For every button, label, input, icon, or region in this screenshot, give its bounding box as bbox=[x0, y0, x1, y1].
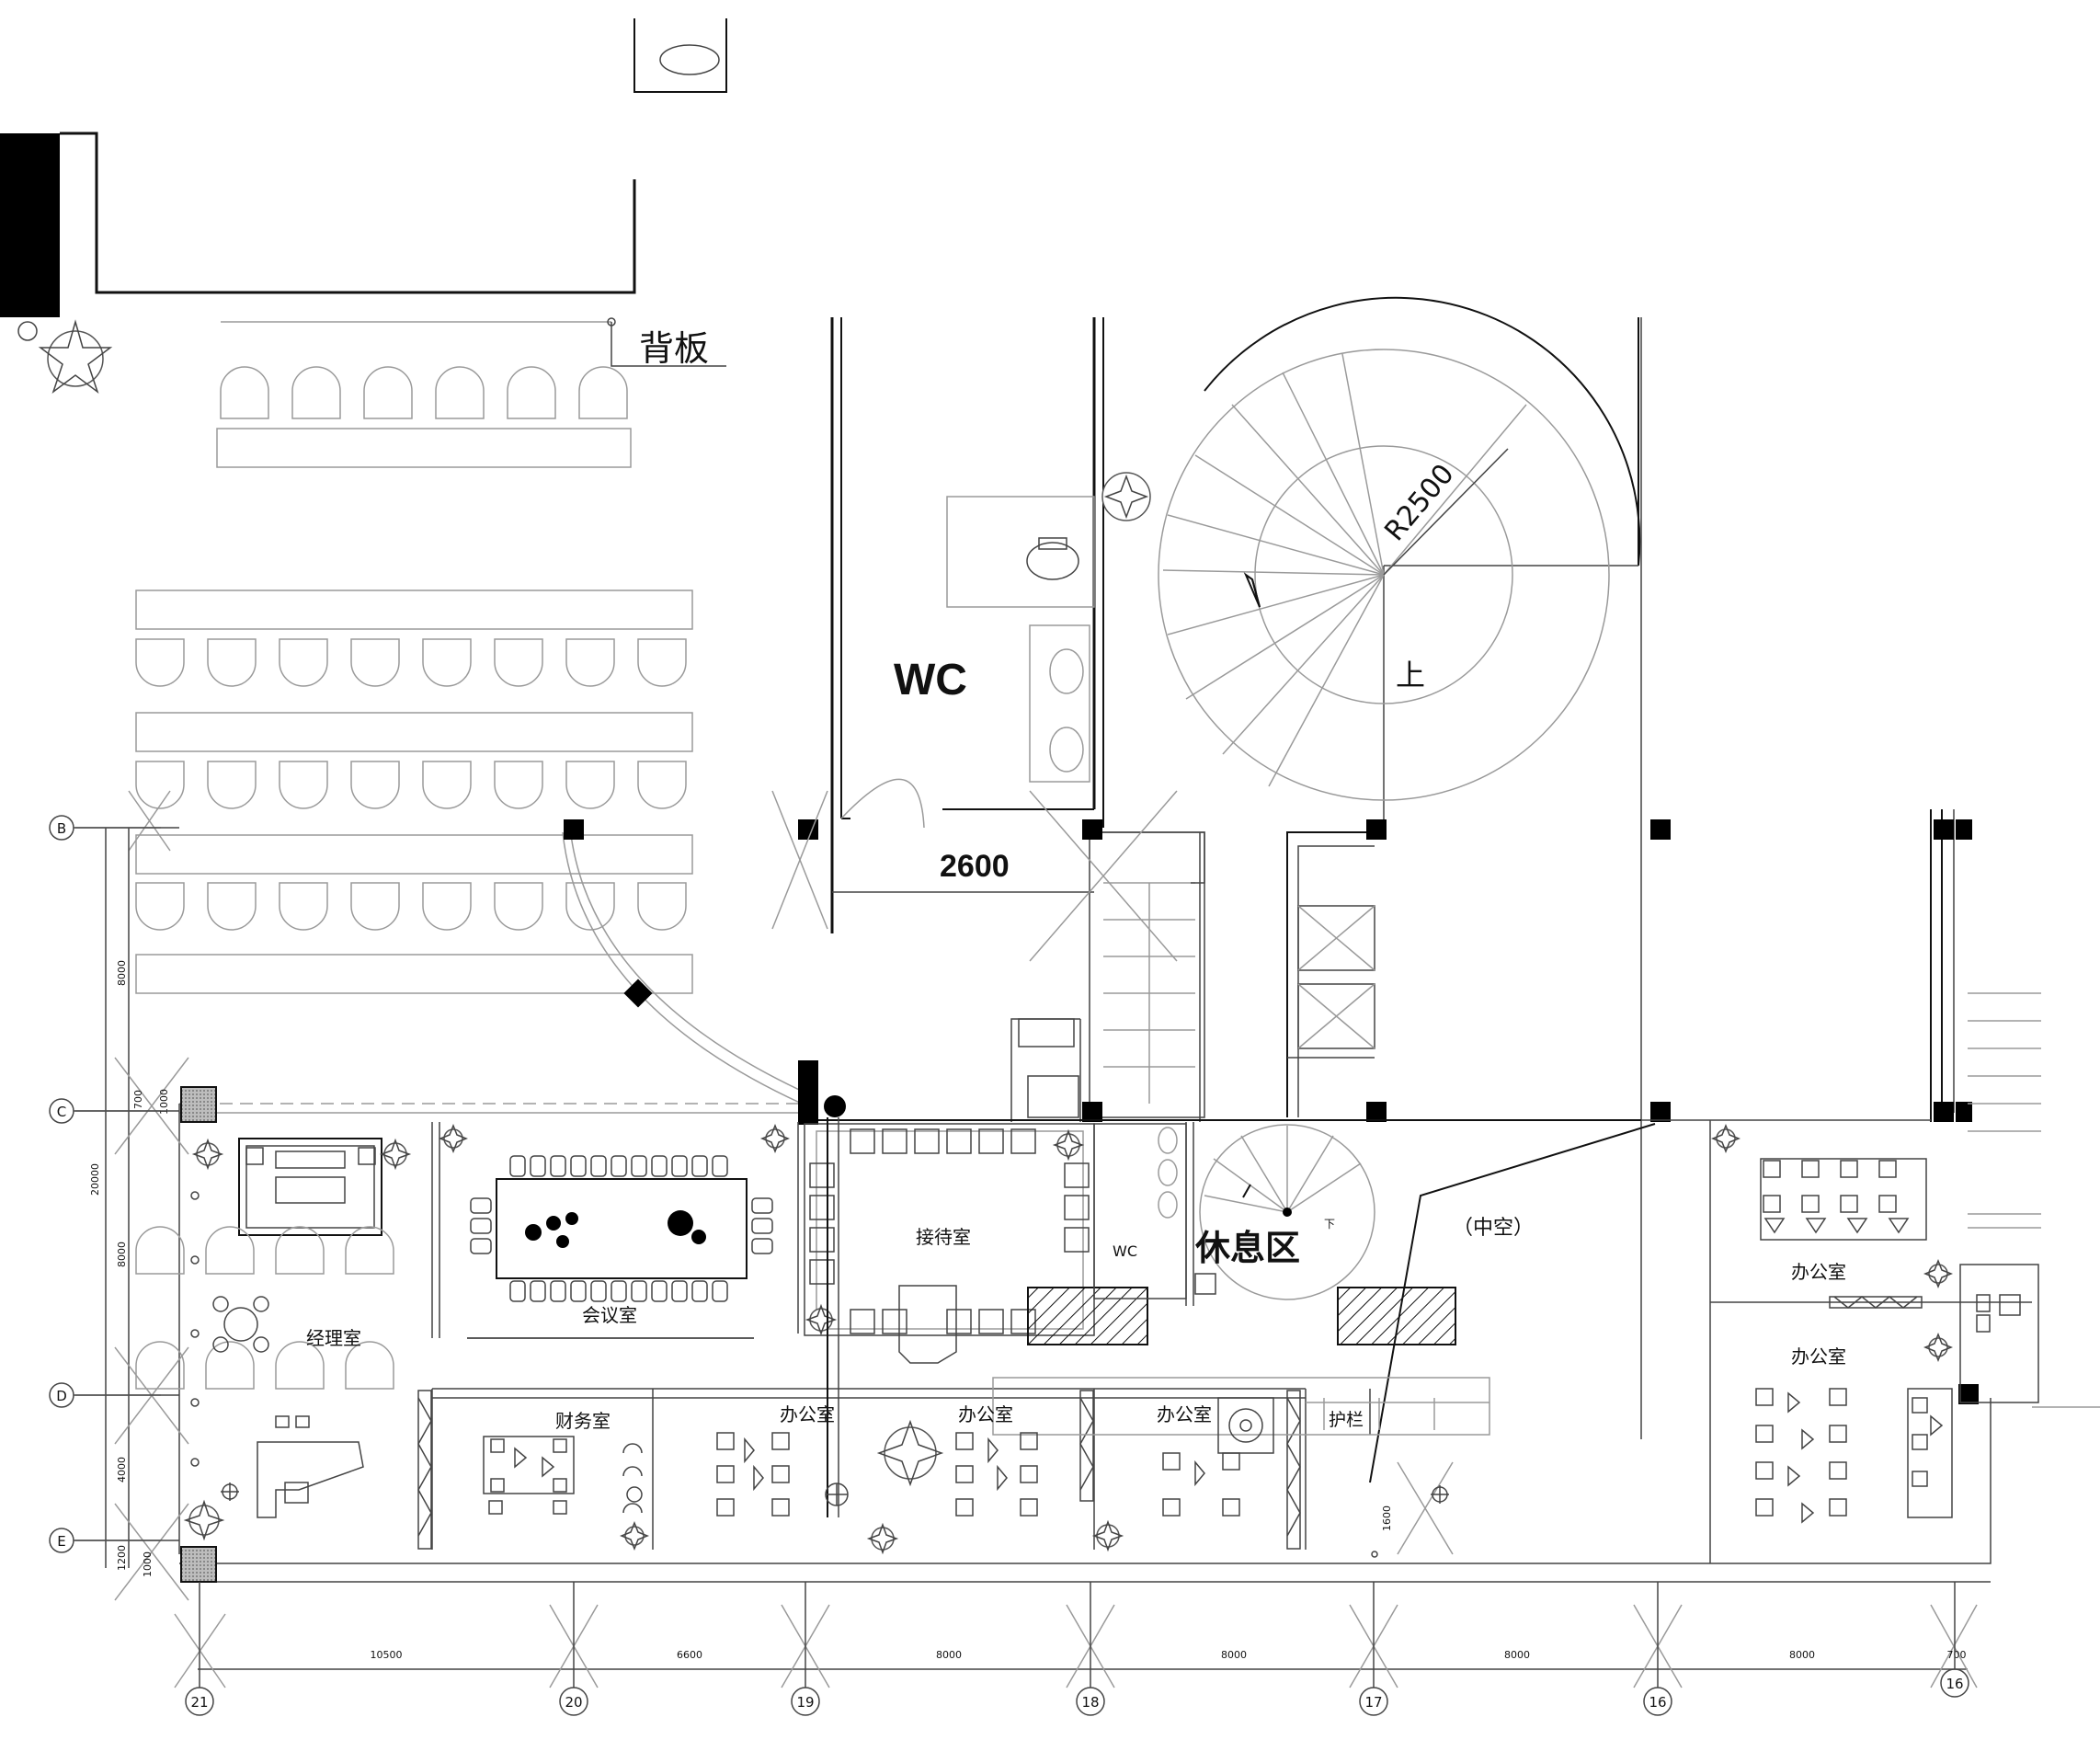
axis-bubble-20: 20 bbox=[559, 1582, 588, 1716]
svg-text:21: 21 bbox=[190, 1694, 208, 1711]
manager-room-label: 经理室 bbox=[306, 1327, 361, 1349]
wc-area: WC 2600 bbox=[830, 317, 1151, 933]
finance-label: 财务室 bbox=[555, 1410, 611, 1432]
row-axis-bubbles: B C D E bbox=[49, 815, 179, 1553]
rest-area-label: 休息区 bbox=[1194, 1230, 1300, 1268]
structural-columns bbox=[128, 790, 1979, 1555]
svg-text:C: C bbox=[57, 1104, 66, 1120]
plant-icon bbox=[1923, 1332, 1954, 1363]
dim-1000: 1000 bbox=[158, 1089, 170, 1115]
plant-icon bbox=[1091, 1519, 1124, 1552]
truss-bars bbox=[417, 1296, 2032, 1550]
span-2600-label: 2600 bbox=[940, 849, 1010, 884]
rest-area: 休息区 下 （中空） 护栏 bbox=[992, 1123, 1656, 1558]
dim-8000-c: 8000 bbox=[1504, 1649, 1530, 1661]
hatched-shaft bbox=[1337, 1287, 1456, 1345]
dim-8000-d: 8000 bbox=[1789, 1649, 1815, 1661]
hatched-shaft bbox=[1027, 1287, 1148, 1345]
reception-label: 接待室 bbox=[916, 1226, 971, 1248]
svg-text:D: D bbox=[56, 1388, 67, 1404]
axis-bubble-16: 16 bbox=[1643, 1582, 1672, 1716]
svg-text:19: 19 bbox=[796, 1694, 814, 1711]
railing-label: 护栏 bbox=[1329, 1410, 1364, 1430]
horizontal-dimension-chain: 10500 6600 8000 8000 8000 8000 700 bbox=[174, 1604, 1978, 1688]
lower-floor-outline bbox=[178, 1086, 1992, 1583]
office-3: 办公室 bbox=[1157, 1397, 1274, 1517]
meeting-room: 会议室 bbox=[438, 1123, 791, 1339]
top-left-block: 背板 bbox=[0, 18, 727, 395]
meeting-room-label: 会议室 bbox=[582, 1304, 637, 1326]
office-1: 办公室 bbox=[716, 1403, 944, 1555]
column-axis-bubbles: 21 20 19 18 17 16 16 bbox=[185, 1582, 1969, 1716]
dim-8000-v: 8000 bbox=[116, 960, 128, 986]
elevator-core bbox=[1010, 831, 1375, 1122]
small-wc: WC bbox=[1093, 1123, 1187, 1299]
plant-icon bbox=[1052, 1128, 1085, 1162]
plant-icon bbox=[438, 1123, 469, 1154]
atrium-label: （中空） bbox=[1453, 1217, 1534, 1240]
axis-bubble-b: B bbox=[49, 815, 179, 841]
plant-icon bbox=[38, 319, 113, 395]
axis-bubble-c: C bbox=[49, 1098, 179, 1124]
axis-bubble-21: 21 bbox=[185, 1582, 214, 1716]
wc-small-label: WC bbox=[1113, 1242, 1137, 1260]
plant-icon bbox=[759, 1123, 791, 1154]
axis-bubble-18: 18 bbox=[1076, 1582, 1105, 1716]
svg-text:E: E bbox=[57, 1533, 65, 1550]
auditorium-seating bbox=[135, 366, 810, 1105]
dim-8000-v2: 8000 bbox=[116, 1242, 128, 1267]
finance-room: 财务室 bbox=[483, 1410, 650, 1551]
axis-bubble-16-b: 16 bbox=[1940, 1582, 1969, 1698]
wc-large-label: WC bbox=[894, 656, 967, 704]
right-walls bbox=[1640, 317, 1955, 1439]
dim-700: 700 bbox=[132, 1090, 144, 1109]
spiral-stair: R2500 上 bbox=[1158, 296, 1641, 828]
svg-text:16: 16 bbox=[1649, 1694, 1666, 1711]
dim-4000: 4000 bbox=[116, 1457, 128, 1482]
plant-icon bbox=[619, 1520, 650, 1551]
office-3-label: 办公室 bbox=[1157, 1403, 1212, 1425]
dim-10500: 10500 bbox=[371, 1649, 403, 1661]
office-right-2-label: 办公室 bbox=[1791, 1345, 1846, 1368]
plant-icon bbox=[1923, 1258, 1954, 1289]
office-right-1-label: 办公室 bbox=[1791, 1261, 1846, 1283]
axis-bubble-e: E bbox=[49, 1528, 179, 1553]
axis-bubble-19: 19 bbox=[791, 1582, 820, 1716]
dim-1600: 1600 bbox=[1381, 1505, 1393, 1531]
svg-text:20: 20 bbox=[565, 1694, 582, 1711]
svg-text:18: 18 bbox=[1081, 1694, 1099, 1711]
dim-20000: 20000 bbox=[89, 1163, 101, 1196]
plant-icon bbox=[1710, 1123, 1741, 1154]
office-2-label: 办公室 bbox=[958, 1403, 1013, 1425]
plant-icon bbox=[191, 1138, 224, 1171]
svg-text:16: 16 bbox=[1946, 1676, 1963, 1692]
plant-icon bbox=[1101, 472, 1151, 521]
svg-text:B: B bbox=[57, 820, 66, 837]
right-edge-stair bbox=[1968, 992, 2100, 1408]
radius-label: R2500 bbox=[1378, 458, 1460, 547]
backboard-label: 背板 bbox=[639, 328, 709, 369]
dim-8000-a: 8000 bbox=[936, 1649, 962, 1661]
axis-bubble-17: 17 bbox=[1359, 1582, 1388, 1716]
plant-icon bbox=[183, 1499, 225, 1541]
up-label: 上 bbox=[1396, 658, 1425, 693]
office-1-label: 办公室 bbox=[780, 1403, 835, 1425]
dim-6600: 6600 bbox=[677, 1649, 702, 1661]
right-office-upper: 办公室 bbox=[1710, 1123, 1954, 1289]
plant-icon bbox=[379, 1138, 412, 1171]
dim-8000-b: 8000 bbox=[1221, 1649, 1247, 1661]
office-2: 办公室 bbox=[955, 1403, 1124, 1552]
right-office-lower: 办公室 bbox=[1755, 1264, 2039, 1524]
dim-1000b: 1000 bbox=[142, 1551, 154, 1577]
plant-icon bbox=[866, 1522, 899, 1555]
manager-room: 经理室 bbox=[135, 1138, 412, 1541]
svg-text:17: 17 bbox=[1364, 1694, 1382, 1711]
reception-room: 接待室 bbox=[804, 1117, 1095, 1517]
axis-bubble-d: D bbox=[49, 1382, 179, 1408]
down-label: 下 bbox=[1324, 1218, 1335, 1231]
dim-700-h: 700 bbox=[1947, 1649, 1967, 1661]
plant-icon bbox=[876, 1419, 944, 1487]
dim-1200: 1200 bbox=[116, 1545, 128, 1571]
